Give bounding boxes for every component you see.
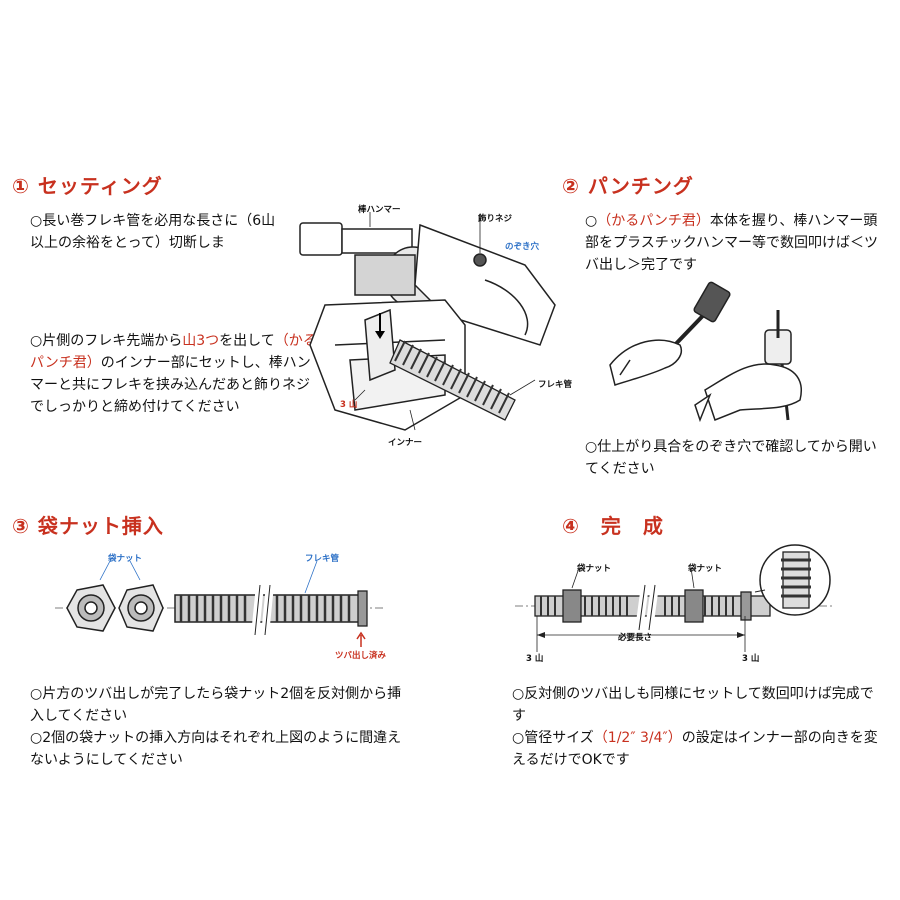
- label-nut: 袋ナット: [108, 554, 143, 564]
- section-3-text-1: ○片方のツバ出しが完了したら袋ナット2個を反対側から挿入してください: [30, 686, 402, 724]
- section-4-text-1: ○反対側のツバ出しも同様にセットして数回叩けば完成です: [512, 686, 874, 724]
- label-pipe-s3: フレキ管: [305, 554, 340, 564]
- section-4-title: ④ 完 成: [562, 514, 664, 538]
- label-hammer: 棒ハンマー: [358, 205, 401, 215]
- text-a: ○片側のフレキ先端から: [30, 333, 183, 349]
- label-nut-right: 袋ナット: [688, 564, 723, 574]
- section-1-text-2: ○片側のフレキ先端から山3つを出して（かるパンチ君）のインナー部にセットし、棒ハ…: [30, 330, 320, 418]
- label-screw: 飾りネジ: [478, 214, 513, 224]
- tool-illustration: [299, 212, 556, 431]
- section-3-text-2: ○2個の袋ナットの挿入方向はそれぞれ上図のように間違えないようにしてください: [30, 730, 402, 768]
- label-nut-left: 袋ナット: [577, 564, 612, 574]
- label-pipe: フレキ管: [538, 380, 573, 390]
- text-a: ○管径サイズ: [512, 730, 594, 746]
- bullet: ○: [585, 213, 598, 229]
- section-1-title: ① セッティング: [12, 174, 163, 198]
- finished-pipe-diagram: [515, 544, 835, 652]
- section-2-text-1: ○（かるパンチ君）本体を握り、棒ハンマー頭部をプラスチックハンマー等で数回叩けば…: [585, 210, 880, 276]
- label-threads-left: 3 山: [526, 654, 544, 664]
- label-window: のぞき穴: [505, 242, 540, 252]
- text-c: 本体を握り、棒ハンマー頭部をプラスチックハンマー等で数回叩けば＜ツバ出し＞完了で…: [585, 213, 879, 273]
- text-c: の設定はインナー部の向きを変えるだけでOKです: [512, 730, 878, 768]
- nut-pipe-diagram: [55, 560, 385, 647]
- section-4-text-2: ○管径サイズ（1/2″ 3/4″）の設定はインナー部の向きを変えるだけでOKです: [512, 727, 882, 771]
- section-1-text-1: ○長い巻フレキ管を必用な長さに（6山以上の余裕をとって）切断しま: [30, 213, 276, 251]
- product-name: （かるパンチ君）: [597, 213, 710, 229]
- section-3-title: ③ 袋ナット挿入: [12, 514, 164, 538]
- label-length: 必要長さ: [618, 633, 653, 643]
- text-e: のインナー部にセットし、棒ハンマーと共にフレキを挟み込んだあと飾りネジでしっかり…: [30, 355, 311, 415]
- label-threads: 3 山: [340, 400, 358, 410]
- section-2-text-2: ○仕上がり具合をのぞき穴で確認してから開いてください: [585, 439, 877, 477]
- hands-illustration: [609, 281, 802, 423]
- pipe-sizes: （1/2″ 3/4″）: [593, 730, 682, 746]
- product-name: （かるパンチ君）: [30, 333, 317, 371]
- label-threads-right: 3 山: [742, 654, 760, 664]
- text-c: を出して: [219, 333, 275, 349]
- label-inner: インナー: [388, 438, 423, 448]
- text-highlight: 山3つ: [182, 333, 220, 349]
- section-2-title: ② パンチング: [562, 174, 694, 198]
- label-flare: ツバ出し済み: [335, 651, 387, 661]
